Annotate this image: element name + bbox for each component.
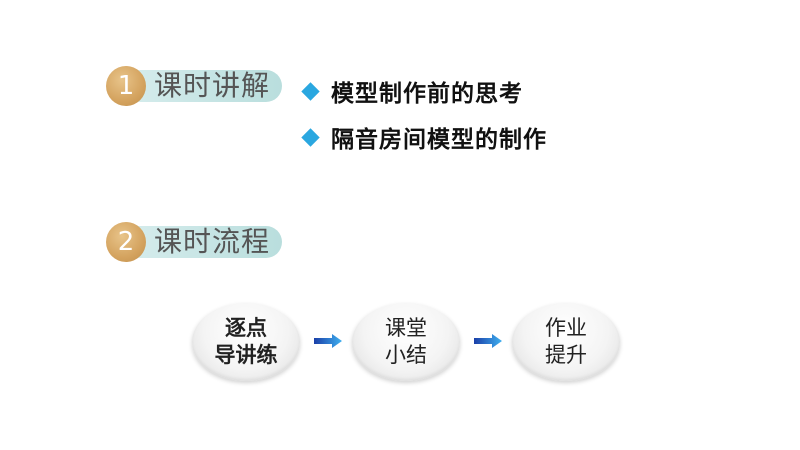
topic-item-text: 隔音房间模型的制作 [331, 127, 547, 153]
flow-step-line: 作业 [545, 316, 587, 340]
section-header-lesson-flow: 2 课时流程 [106, 222, 283, 262]
section-number-badge: 1 [106, 66, 146, 106]
topic-list: 模型制作前的思考 隔音房间模型的制作 [300, 74, 547, 166]
flow-step-homework[interactable]: 作业 提升 [512, 303, 620, 381]
topic-item-text: 模型制作前的思考 [331, 81, 523, 107]
section-title: 课时讲解 [132, 70, 283, 102]
section-header-lesson-explanation: 1 课时讲解 [106, 66, 283, 106]
topic-item: 模型制作前的思考 [300, 74, 547, 108]
flow-step-line: 逐点 [225, 316, 267, 340]
flow-step-class-summary[interactable]: 课堂 小结 [352, 303, 460, 381]
section-number-badge: 2 [106, 222, 146, 262]
flow-step-guided-practice[interactable]: 逐点 导讲练 [192, 303, 300, 381]
flow-step-line: 提升 [545, 343, 587, 367]
arrow-right-icon [314, 334, 342, 348]
flow-step-line: 小结 [385, 343, 427, 367]
arrow-right-icon [474, 334, 502, 348]
flow-step-line: 课堂 [385, 316, 427, 340]
flow-step-line: 导讲练 [214, 343, 278, 367]
topic-item: 隔音房间模型的制作 [300, 120, 547, 154]
section-title: 课时流程 [132, 226, 283, 258]
